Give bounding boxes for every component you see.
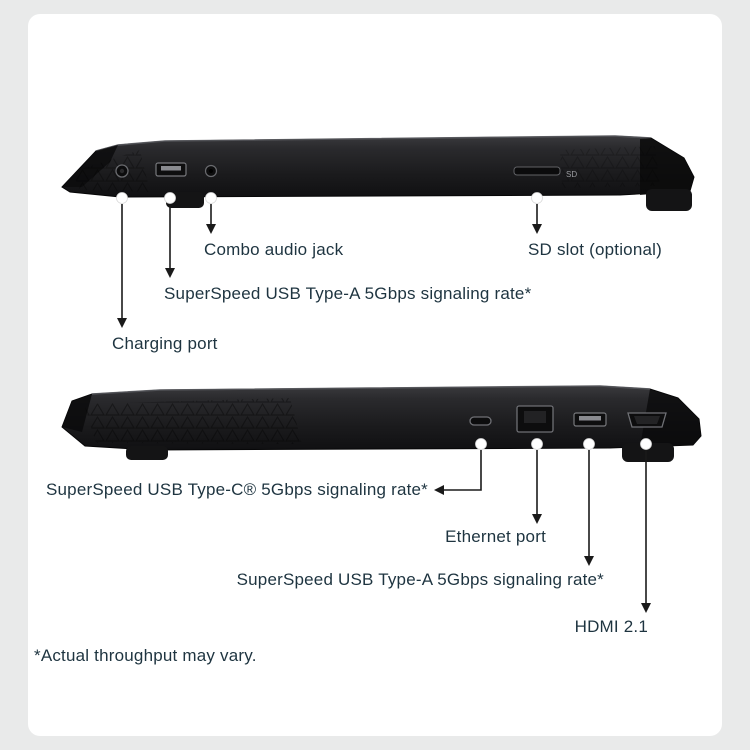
laptop-right-side-view [61, 385, 702, 462]
label-combo-audio-jack: Combo audio jack [204, 240, 344, 259]
label-usb-a-top: SuperSpeed USB Type-A 5Gbps signaling ra… [164, 284, 532, 303]
label-charging-port: Charging port [112, 334, 218, 353]
label-usb-c: SuperSpeed USB Type-C® 5Gbps signaling r… [45, 480, 428, 499]
usb-a-port-graphic [573, 412, 607, 427]
hdmi-port-graphic [627, 412, 667, 428]
label-ethernet-port: Ethernet port [445, 527, 546, 546]
rubber-foot [646, 189, 692, 211]
usb-a-port-graphic [155, 162, 187, 177]
top-callouts [121, 204, 538, 320]
top-callout-dots [116, 192, 543, 204]
label-hdmi: HDMI 2.1 [574, 617, 648, 636]
rubber-foot [126, 446, 168, 460]
label-sd-slot: SD slot (optional) [528, 240, 662, 259]
audio-jack-graphic [204, 164, 218, 178]
top-callout-arrowheads [117, 224, 542, 328]
bottom-callout-dots [475, 438, 652, 450]
footnote-throughput: *Actual throughput may vary. [34, 646, 257, 665]
bottom-callout-arrowheads [434, 485, 651, 613]
callout-line-usb-c [442, 450, 482, 491]
sd-slot-graphic: SD [513, 166, 577, 179]
charging-port-graphic [115, 164, 129, 178]
label-usb-a-bottom: SuperSpeed USB Type-A 5Gbps signaling ra… [236, 570, 604, 589]
laptop-left-side-view: SD [61, 135, 695, 211]
bottom-callouts [442, 450, 647, 605]
ethernet-port-graphic [516, 405, 554, 433]
sd-marking: SD [566, 170, 577, 179]
rubber-foot [622, 443, 674, 462]
usb-c-port-graphic [469, 416, 492, 426]
product-image-card [28, 14, 722, 736]
